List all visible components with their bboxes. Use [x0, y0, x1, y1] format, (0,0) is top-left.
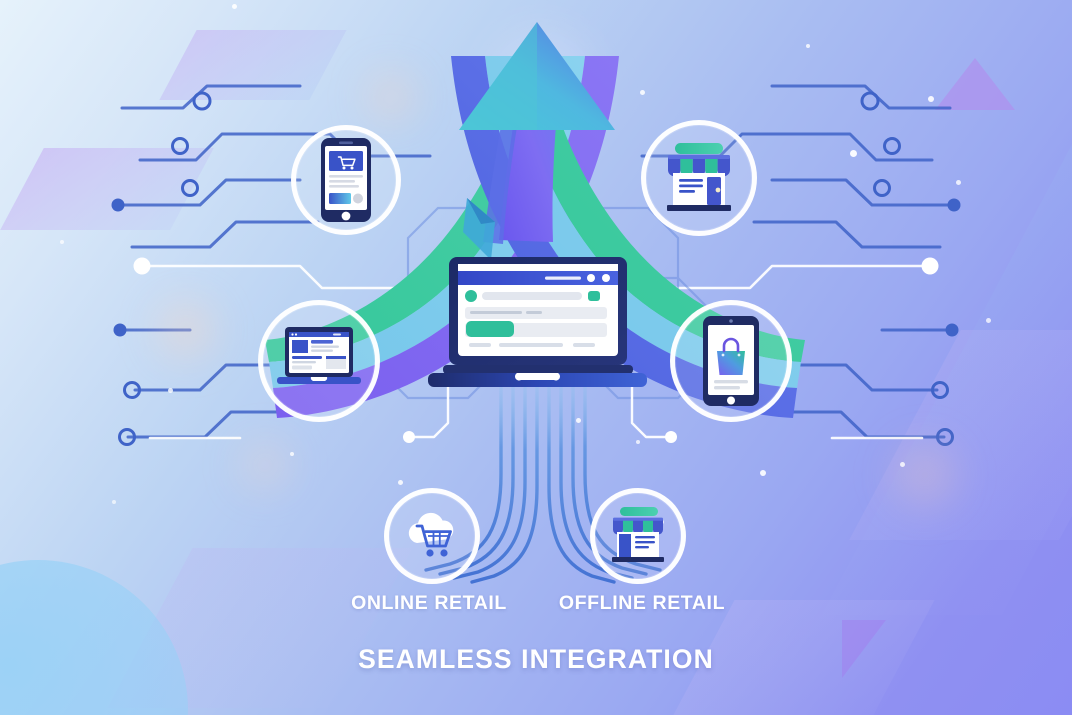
decor-circle-bottom-left: [0, 560, 188, 715]
sparkle-dot: [636, 440, 640, 444]
cloud-shape: [408, 512, 454, 543]
shopping-bag-body: [717, 351, 745, 375]
node-storefront[interactable]: [641, 120, 757, 236]
browser-input-field: [482, 292, 582, 300]
shopping-bag-handle: [722, 337, 740, 353]
sparkle-dot: [60, 240, 64, 244]
node-offline-retail-inner: [595, 493, 681, 579]
decor-glow-right: [880, 430, 970, 520]
sparkle-dot: [986, 318, 991, 323]
caption-offline-retail: OFFLINE RETAIL: [558, 592, 726, 614]
browser-avatar-dot: [465, 290, 477, 302]
browser-accent-chip: [588, 291, 600, 301]
store-awning: [668, 155, 730, 177]
smartphone-shopping-cart-icon: [321, 138, 371, 222]
store-base: [667, 205, 731, 211]
node-storefront-inner: [646, 125, 752, 231]
node-smartphone[interactable]: [291, 125, 401, 235]
laptop-webpage-icon: [277, 327, 361, 384]
node-smartphone-inner: [296, 130, 396, 230]
decor-glow-bottomleft: [230, 430, 300, 500]
cart-shape: [415, 524, 452, 548]
sparkle-dot: [928, 96, 934, 102]
store-awning: [613, 517, 663, 535]
storefront-icon: [612, 507, 664, 562]
store-door: [707, 177, 721, 205]
decor-triangle-bottom-right: [842, 620, 886, 678]
decor-triangle-top-right: [935, 58, 1015, 110]
sparkle-dot: [956, 180, 961, 185]
growth-arrow: [265, 22, 805, 418]
arrow-fold-shadow: [467, 198, 495, 224]
arrow-head-left-facet: [459, 22, 537, 130]
node-offline-retail[interactable]: [590, 488, 686, 584]
headline: SEAMLESS INTEGRATION: [358, 644, 714, 674]
storefront-awning-icon: [667, 143, 731, 211]
node-tablet-inner: [675, 305, 787, 417]
laptop-hero[interactable]: [425, 255, 650, 395]
laptop-trackpad-notch: [514, 373, 561, 381]
sparkle-dot: [168, 388, 173, 393]
decor-glow-topleft: [356, 62, 426, 132]
laptop-hinge: [443, 365, 633, 374]
node-laptop-left[interactable]: [258, 300, 380, 422]
browser-toolbar: [458, 271, 618, 285]
caption-online-retail: ONLINE RETAIL: [351, 592, 507, 614]
sparkle-dot: [112, 500, 116, 504]
sparkle-dot: [806, 44, 810, 48]
tablet-shopping-bag-icon: [703, 316, 759, 406]
sparkle-dot: [232, 4, 237, 9]
decor-glow-left: [146, 290, 226, 370]
laptop-connector-brackets: [403, 377, 677, 443]
circuit-traces-right: [640, 84, 961, 446]
sparkle-dot: [850, 150, 857, 157]
node-online-retail-inner: [389, 493, 475, 579]
arrow-fold: [463, 198, 495, 260]
sparkle-dot: [398, 480, 403, 485]
cloud-cart-icon: [408, 512, 454, 557]
sparkle-dot: [900, 462, 905, 467]
store-base: [612, 557, 664, 562]
browser-control-dot: [587, 274, 595, 282]
browser-control-dot: [602, 274, 610, 282]
browser-address-bar: [545, 276, 581, 280]
sparkle-dot: [576, 418, 581, 423]
circuit-traces-left: [111, 84, 432, 446]
node-laptop-left-inner: [263, 305, 375, 417]
sparkle-dot: [760, 470, 766, 476]
store-sign: [675, 143, 723, 154]
store-door: [619, 534, 631, 557]
store-sign: [620, 507, 658, 516]
node-online-retail[interactable]: [384, 488, 480, 584]
node-tablet[interactable]: [670, 300, 792, 422]
sparkle-dot: [640, 90, 645, 95]
sparkle-dot: [290, 452, 294, 456]
browser-cta-button: [466, 321, 514, 337]
